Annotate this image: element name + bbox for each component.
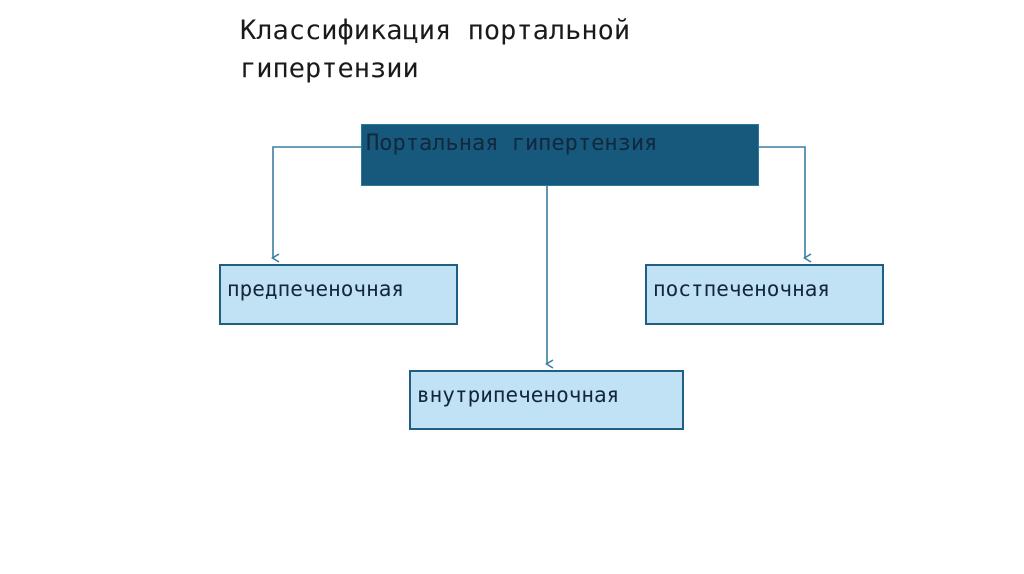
node-prehepatic-label: предпеченочная <box>227 277 405 301</box>
node-portal-hypertension[interactable]: Портальная гипертензия <box>361 124 759 186</box>
connector-root-to-pre <box>270 146 361 263</box>
node-posthepatic-label: постпеченочная <box>653 277 831 301</box>
node-intrahepatic-label: внутрипеченочная <box>417 383 620 407</box>
node-intrahepatic[interactable]: внутрипеченочная <box>409 370 684 430</box>
node-portal-hypertension-label: Портальная гипертензия <box>366 131 658 156</box>
page-title: Классификация портальной гипертензии <box>240 15 631 84</box>
node-prehepatic[interactable]: предпеченочная <box>219 264 458 325</box>
connector-root-to-post <box>759 146 812 263</box>
node-posthepatic[interactable]: постпеченочная <box>645 264 884 325</box>
